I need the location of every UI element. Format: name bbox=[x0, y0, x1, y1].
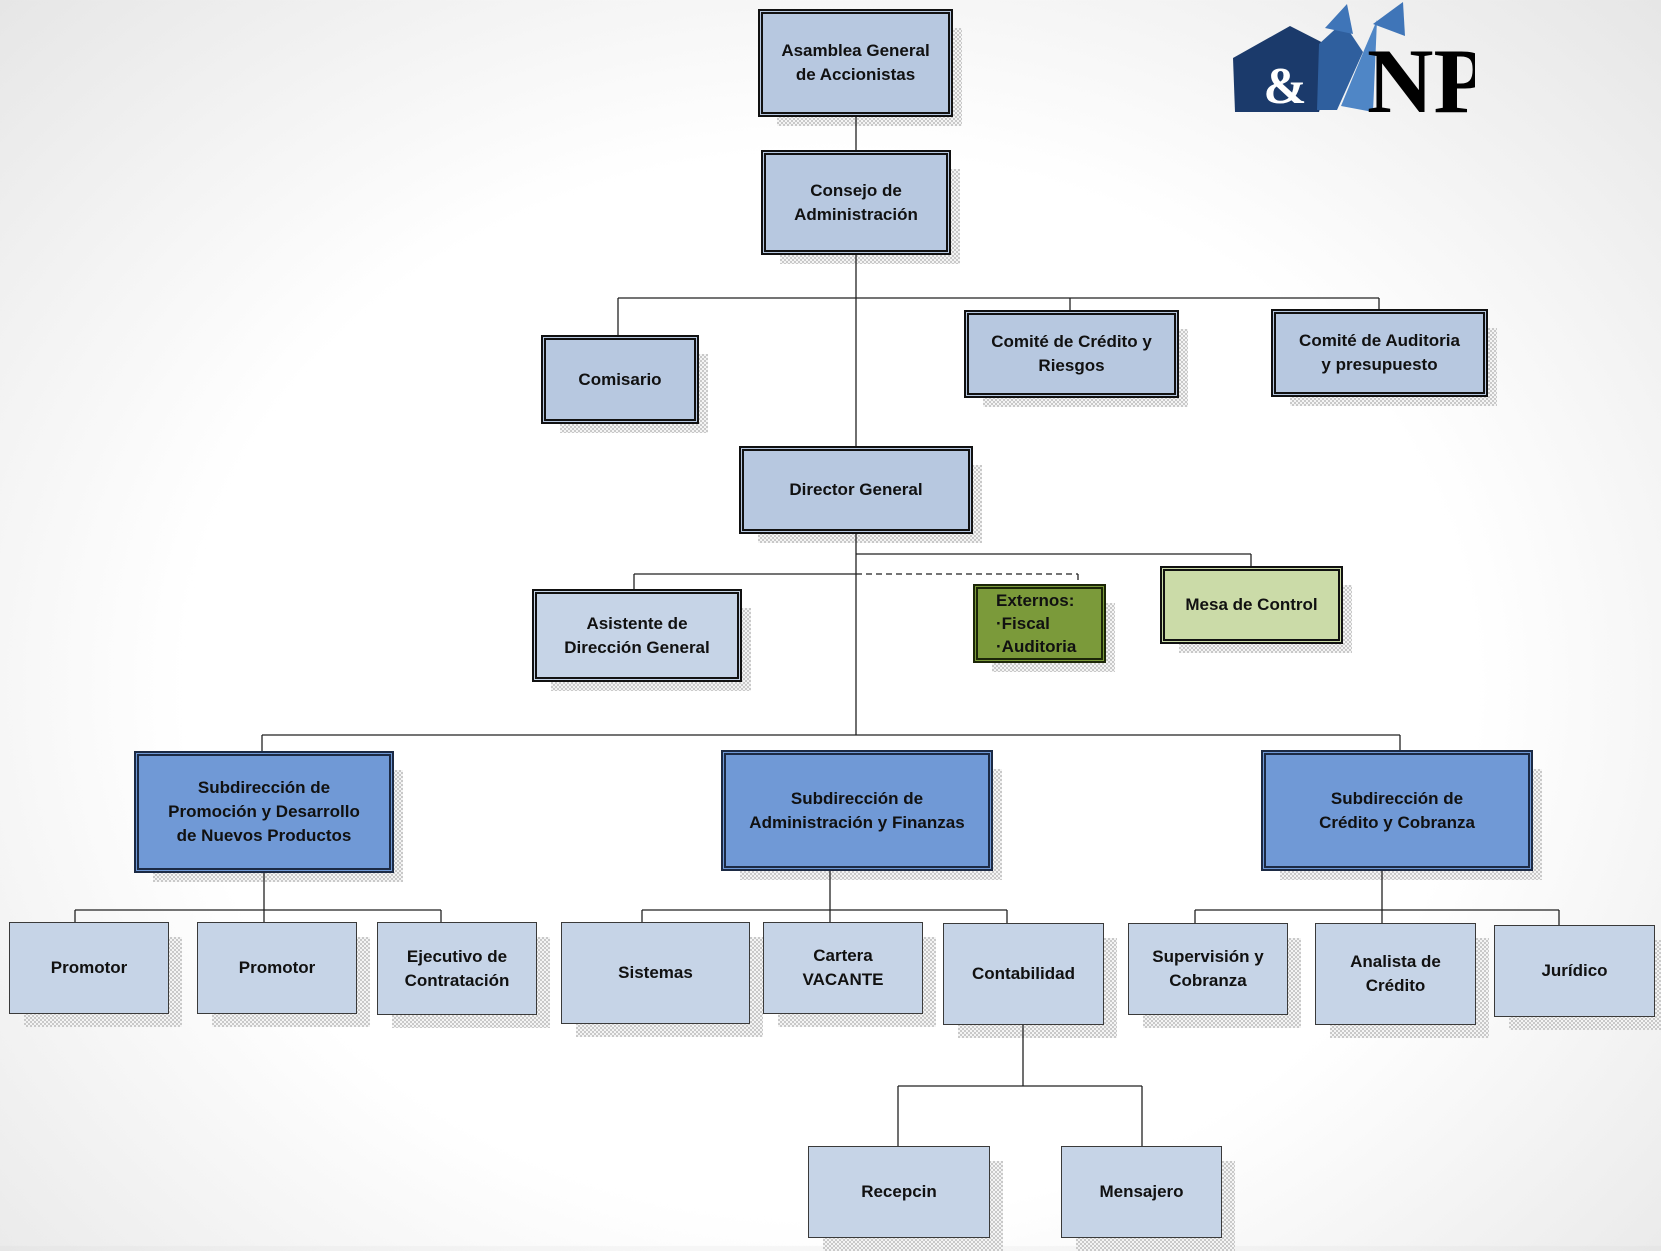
node-consejo: Consejo de Administración bbox=[761, 150, 960, 264]
node-sistemas: Sistemas bbox=[561, 922, 763, 1037]
node-analista: Analista de Crédito bbox=[1315, 923, 1489, 1038]
node-asamblea: Asamblea General de Accionistas bbox=[758, 9, 962, 126]
node-cartera: Cartera VACANTE bbox=[763, 922, 936, 1027]
node-contabilidad: Contabilidad bbox=[943, 923, 1117, 1038]
node-externos: Externos: ·Fiscal ·Auditoria bbox=[973, 584, 1115, 672]
logo-letters: NP bbox=[1367, 30, 1475, 118]
node-sub-promocion: Subdirección de Promoción y Desarrollo d… bbox=[134, 751, 403, 882]
node-mensajero: Mensajero bbox=[1061, 1146, 1235, 1251]
node-sub-credito: Subdirección de Crédito y Cobranza bbox=[1261, 750, 1542, 880]
node-director: Director General bbox=[739, 446, 982, 543]
logo-ampersand: & bbox=[1263, 58, 1306, 115]
node-asistente: Asistente de Dirección General bbox=[532, 589, 751, 691]
node-sub-administracion: Subdirección de Administración y Finanza… bbox=[721, 750, 1002, 880]
node-juridico: Jurídico bbox=[1494, 925, 1661, 1030]
node-recepcion: Recepcin bbox=[808, 1146, 1003, 1251]
node-promotor-1: Promotor bbox=[9, 922, 182, 1027]
node-comite-credito: Comité de Crédito y Riesgos bbox=[964, 310, 1188, 407]
node-supervision: Supervisión y Cobranza bbox=[1128, 923, 1301, 1028]
company-logo: & NP bbox=[1215, 0, 1490, 132]
node-ejecutivo: Ejecutivo de Contratación bbox=[377, 922, 550, 1028]
node-promotor-2: Promotor bbox=[197, 922, 370, 1027]
node-comisario: Comisario bbox=[541, 335, 708, 433]
node-mesa-control: Mesa de Control bbox=[1160, 566, 1352, 653]
node-comite-auditoria: Comité de Auditoria y presupuesto bbox=[1271, 309, 1497, 406]
